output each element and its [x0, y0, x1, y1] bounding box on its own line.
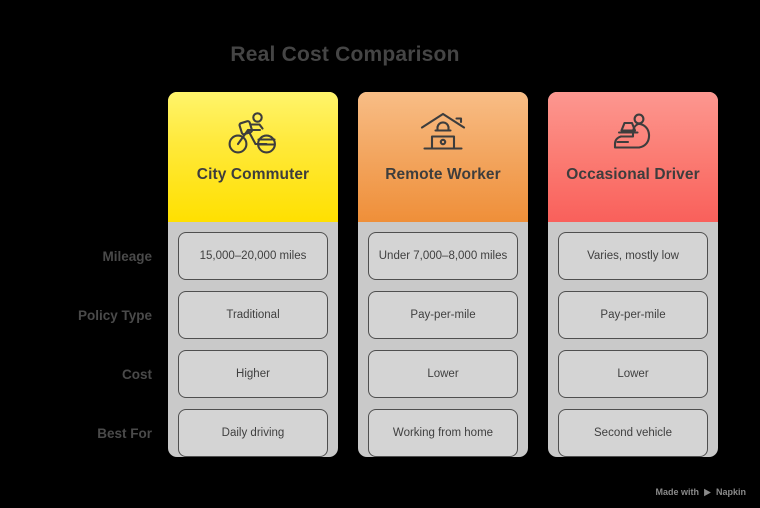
- card-body-occasional-driver: Varies, mostly low Pay-per-mile Lower Se…: [548, 222, 718, 457]
- cell-occasional-driver-best-for: Second vehicle: [558, 409, 708, 457]
- card-title-city-commuter: City Commuter: [196, 166, 310, 183]
- cell-city-commuter-cost: Higher: [178, 350, 328, 398]
- napkin-play-logo-icon: [703, 488, 712, 497]
- cell-city-commuter-best-for: Daily driving: [178, 409, 328, 457]
- home-office-laptop-icon: [415, 109, 471, 157]
- cell-remote-worker-policy-type: Pay-per-mile: [368, 291, 518, 339]
- card-header-remote-worker: Remote Worker: [358, 92, 528, 222]
- comparison-card-occasional-driver[interactable]: Occasional Driver Varies, mostly low Pay…: [548, 92, 718, 457]
- card-header-city-commuter: City Commuter: [168, 92, 338, 222]
- comparison-card-city-commuter[interactable]: City Commuter 15,000–20,000 miles Tradit…: [168, 92, 338, 457]
- cell-remote-worker-best-for: Working from home: [368, 409, 518, 457]
- cell-occasional-driver-cost: Lower: [558, 350, 708, 398]
- watermark-brand: Napkin: [715, 487, 746, 497]
- card-header-occasional-driver: Occasional Driver: [548, 92, 718, 222]
- cell-remote-worker-mileage: Under 7,000–8,000 miles: [368, 232, 518, 280]
- card-title-occasional-driver: Occasional Driver: [566, 166, 700, 183]
- card-body-city-commuter: 15,000–20,000 miles Traditional Higher D…: [168, 222, 338, 457]
- person-reclining-laptop-icon: [605, 109, 661, 157]
- cell-city-commuter-policy-type: Traditional: [178, 291, 328, 339]
- row-label-policy-type: Policy Type: [77, 307, 152, 323]
- delivery-cyclist-icon: [225, 109, 281, 157]
- row-label-best-for: Best For: [97, 425, 152, 441]
- watermark-prefix: Made with: [655, 487, 699, 497]
- cell-remote-worker-cost: Lower: [368, 350, 518, 398]
- cell-city-commuter-mileage: 15,000–20,000 miles: [178, 232, 328, 280]
- row-label-cost: Cost: [122, 366, 152, 382]
- comparison-card-remote-worker[interactable]: Remote Worker Under 7,000–8,000 miles Pa…: [358, 92, 528, 457]
- napkin-watermark[interactable]: Made with Napkin: [655, 487, 746, 497]
- cell-occasional-driver-policy-type: Pay-per-mile: [558, 291, 708, 339]
- card-title-remote-worker: Remote Worker: [385, 166, 501, 183]
- cell-occasional-driver-mileage: Varies, mostly low: [558, 232, 708, 280]
- row-label-mileage: Mileage: [102, 248, 152, 264]
- page-title: Real Cost Comparison: [230, 43, 460, 66]
- row-label-column: Mileage Policy Type Cost Best For: [12, 232, 152, 468]
- card-body-remote-worker: Under 7,000–8,000 miles Pay-per-mile Low…: [358, 222, 528, 457]
